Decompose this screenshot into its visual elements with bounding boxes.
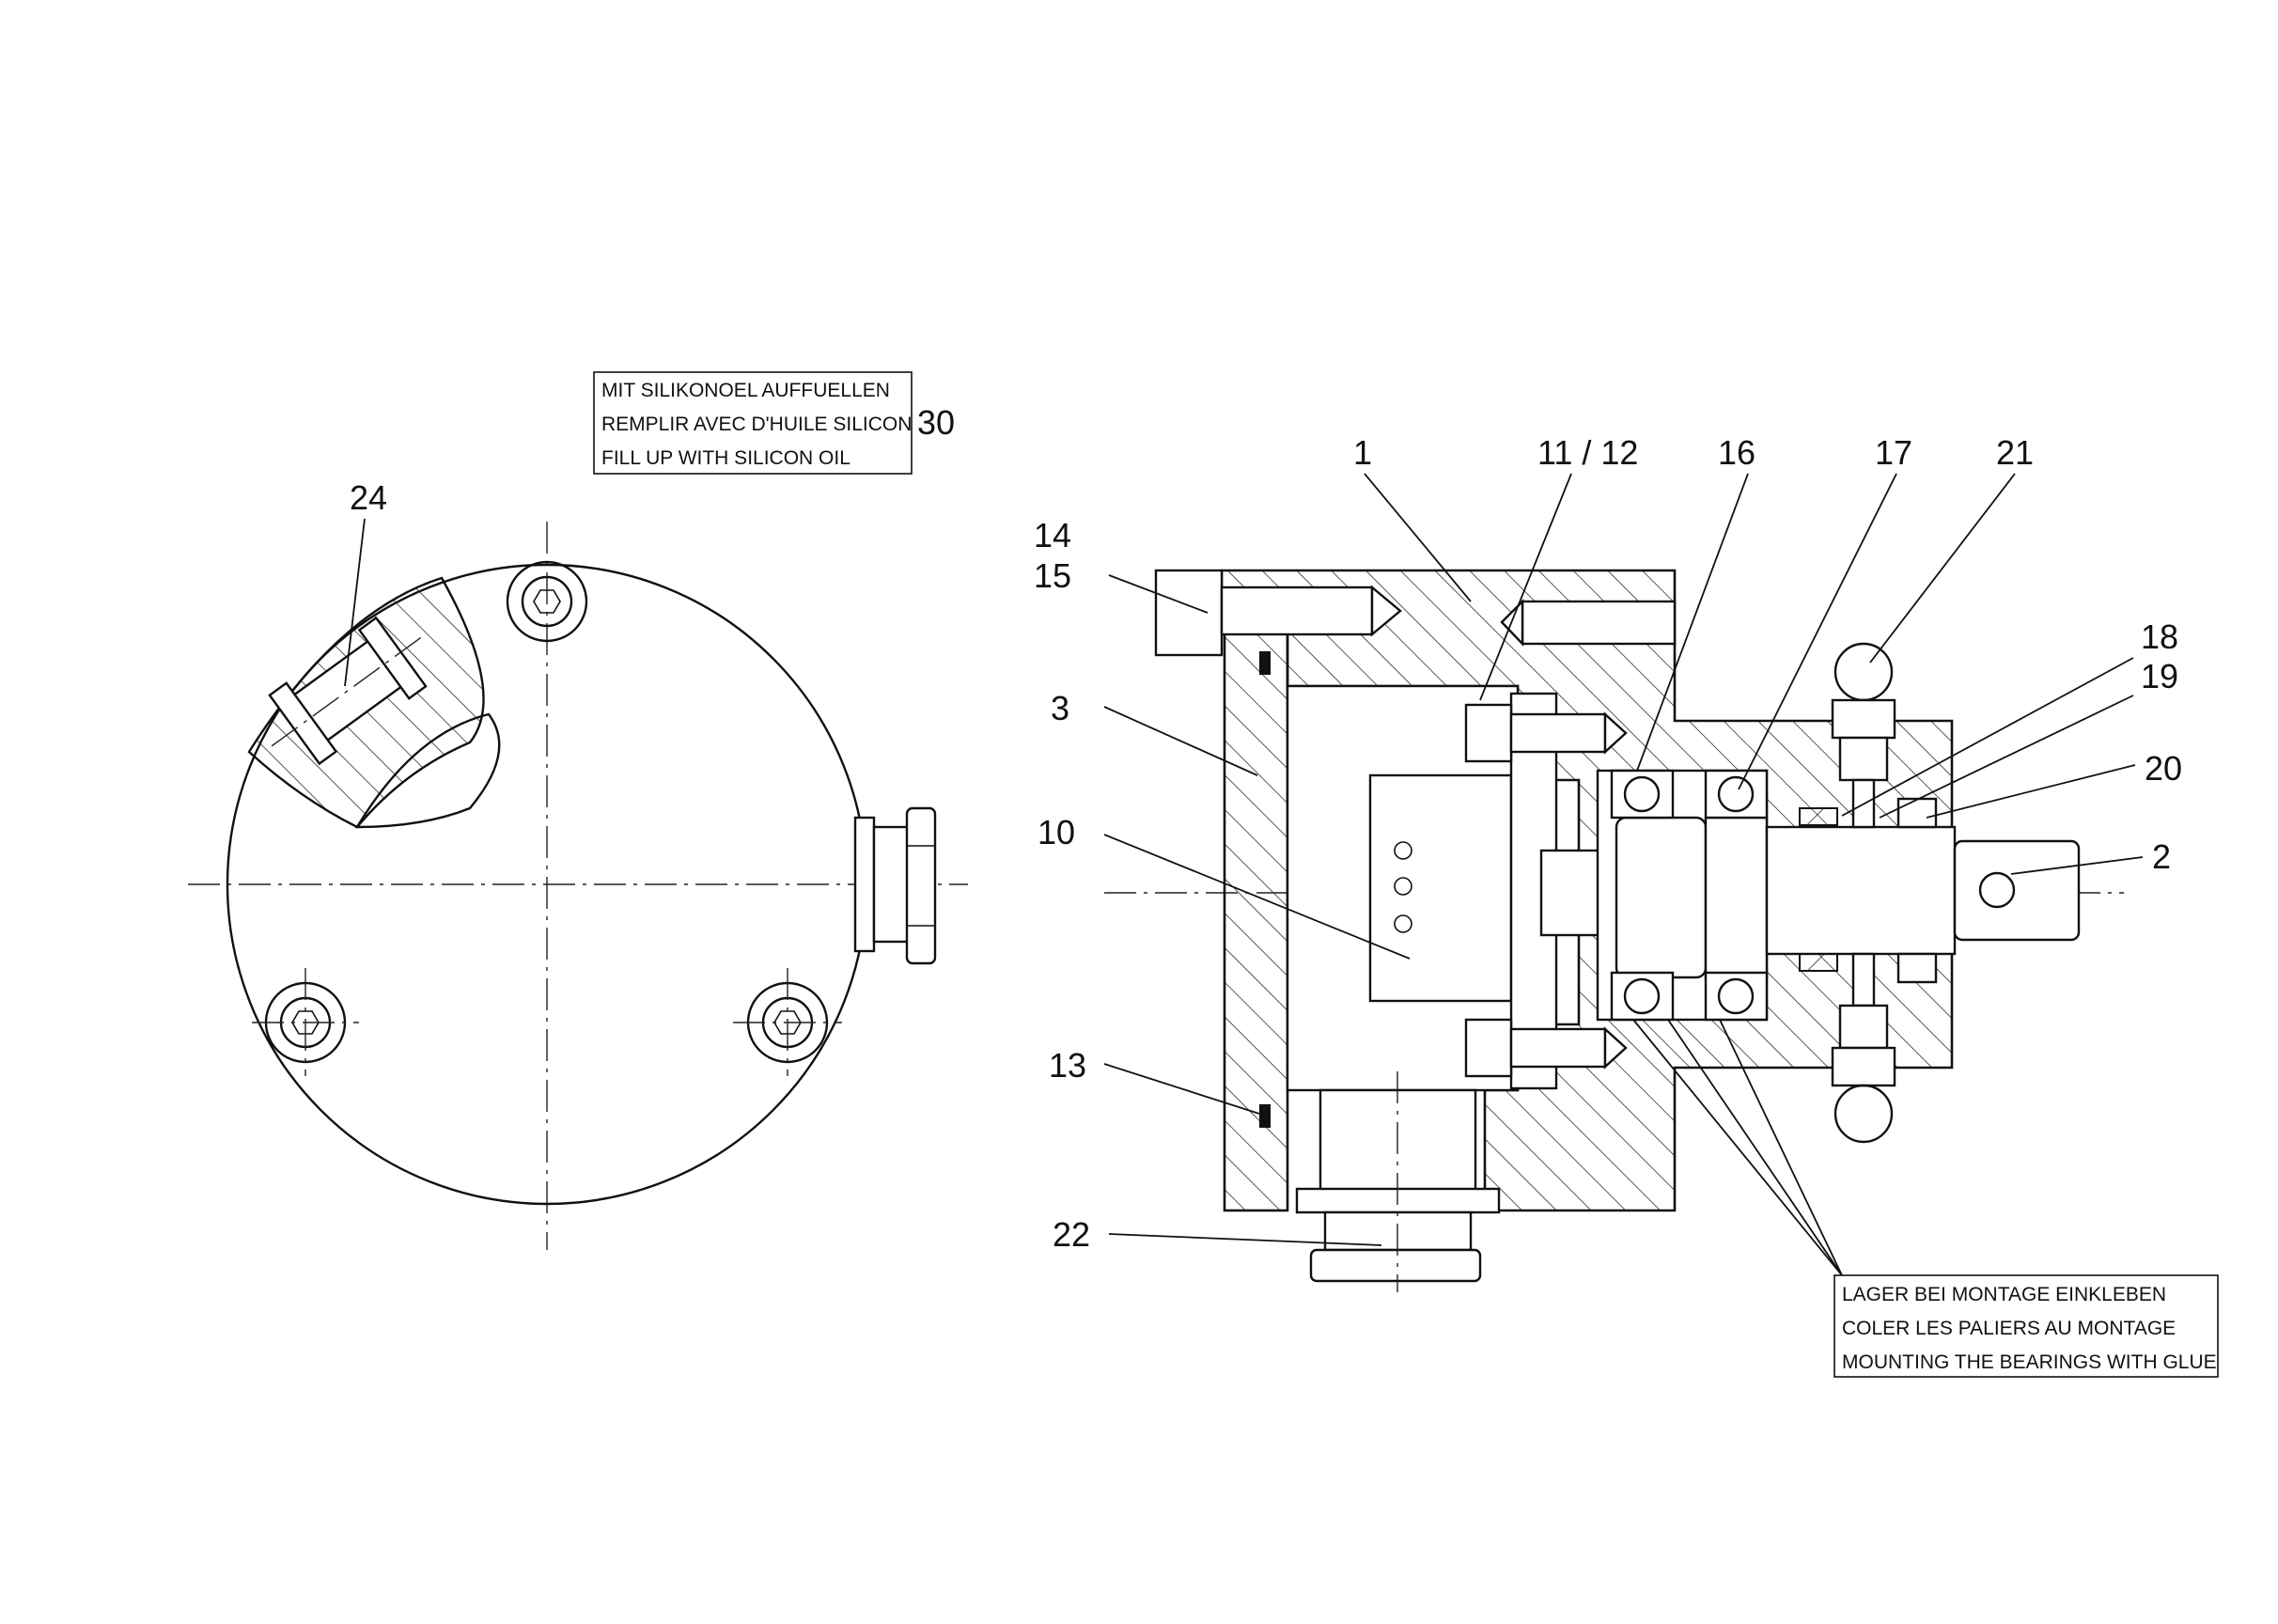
screw-bottom-right (733, 968, 842, 1076)
shaft-hole (1978, 871, 2016, 909)
leader-1 (1364, 473, 1472, 602)
output-shaft (1765, 825, 1957, 956)
seal-ring-20 (1896, 797, 1938, 829)
label-17: 17 (1875, 433, 1912, 472)
bearing-note-line2: COLER LES PALIERS AU MONTAGE (1842, 1318, 2176, 1339)
leader-2 (2010, 856, 2144, 875)
seal-upper (1799, 807, 1838, 826)
shaft-end (1953, 839, 2081, 942)
label-10: 10 (1038, 813, 1075, 851)
leader-18 (1841, 657, 2134, 817)
leader-13 (1103, 1063, 1260, 1115)
oring-top (1259, 651, 1271, 675)
label-2: 2 (2152, 837, 2171, 876)
port-hole-3 (1394, 914, 1412, 933)
label-30: 30 (917, 403, 955, 442)
oring-bottom (1259, 1104, 1271, 1128)
oil-note-line2: REMPLIR AVEC D'HUILE SILICON (601, 414, 912, 435)
piston-block (1368, 773, 1513, 1003)
fill-plug-24 (268, 616, 428, 766)
bearing-17 (1704, 769, 1769, 1022)
label-14: 14 (1034, 516, 1071, 554)
port-hole-1 (1394, 841, 1412, 860)
label-13: 13 (1049, 1046, 1086, 1085)
screw-top (506, 560, 588, 643)
leader-note-b (1719, 1019, 1843, 1276)
label-11-12: 11 / 12 (1537, 433, 1638, 472)
grease-nipple-top (1831, 642, 1896, 829)
label-3: 3 (1051, 689, 1069, 727)
leader-20 (1926, 764, 2136, 819)
bolt-upper (1464, 703, 1628, 763)
bolt-lower (1464, 1018, 1628, 1078)
leader-3 (1103, 706, 1258, 776)
label-15: 15 (1034, 556, 1071, 595)
label-22: 22 (1053, 1215, 1090, 1254)
cover-plate (1223, 626, 1289, 1212)
label-20: 20 (2145, 749, 2182, 788)
leader-24 (344, 518, 366, 687)
seal-ring-20b (1896, 952, 1938, 984)
drain-plug (1295, 1071, 1501, 1292)
seal-lower (1799, 953, 1838, 972)
label-1: 1 (1353, 433, 1372, 472)
bearing-note-box (1833, 1274, 2219, 1378)
inner-hub (1615, 816, 1708, 979)
leader-15 (1108, 574, 1209, 614)
grease-nipple-bottom (1831, 952, 1896, 1144)
spacer (1704, 816, 1769, 979)
oil-pocket (354, 712, 501, 829)
bearing-note-line3: MOUNTING THE BEARINGS WITH GLUE (1842, 1351, 2217, 1373)
section-view: 1 11 / 12 16 17 21 14 15 18 19 20 2 3 10… (1034, 433, 2219, 1378)
leader-19 (1879, 695, 2134, 819)
leader-10 (1103, 834, 1411, 960)
leader-note-a (1632, 1019, 1843, 1276)
label-19: 19 (2141, 657, 2178, 695)
oil-note-box (593, 371, 913, 475)
label-18: 18 (2141, 617, 2178, 656)
label-24: 24 (350, 478, 387, 517)
bearing-note-line1: LAGER BEI MONTAGE EINKLEBEN (1842, 1284, 2166, 1305)
label-16: 16 (1718, 433, 1755, 472)
leader-17 (1738, 473, 1897, 790)
side-nut (853, 806, 937, 965)
bearing-16 (1610, 769, 1675, 1022)
port-hole-2 (1394, 877, 1412, 896)
leader-16 (1636, 473, 1749, 772)
oil-note-line3: FILL UP WITH SILICON OIL (601, 447, 850, 469)
leader-21 (1869, 473, 2016, 664)
screw-bottom-left (252, 968, 359, 1076)
leader-note-c (1667, 1019, 1843, 1276)
oil-note-line1: MIT SILIKONOEL AUFFUELLEN (601, 380, 890, 401)
leader-11-12 (1479, 473, 1572, 701)
end-view: MIT SILIKONOEL AUFFUELLEN REMPLIR AVEC D… (188, 371, 968, 1250)
leader-22 (1108, 1233, 1382, 1246)
top-screw (1154, 569, 1677, 657)
label-21: 21 (1996, 433, 2034, 472)
